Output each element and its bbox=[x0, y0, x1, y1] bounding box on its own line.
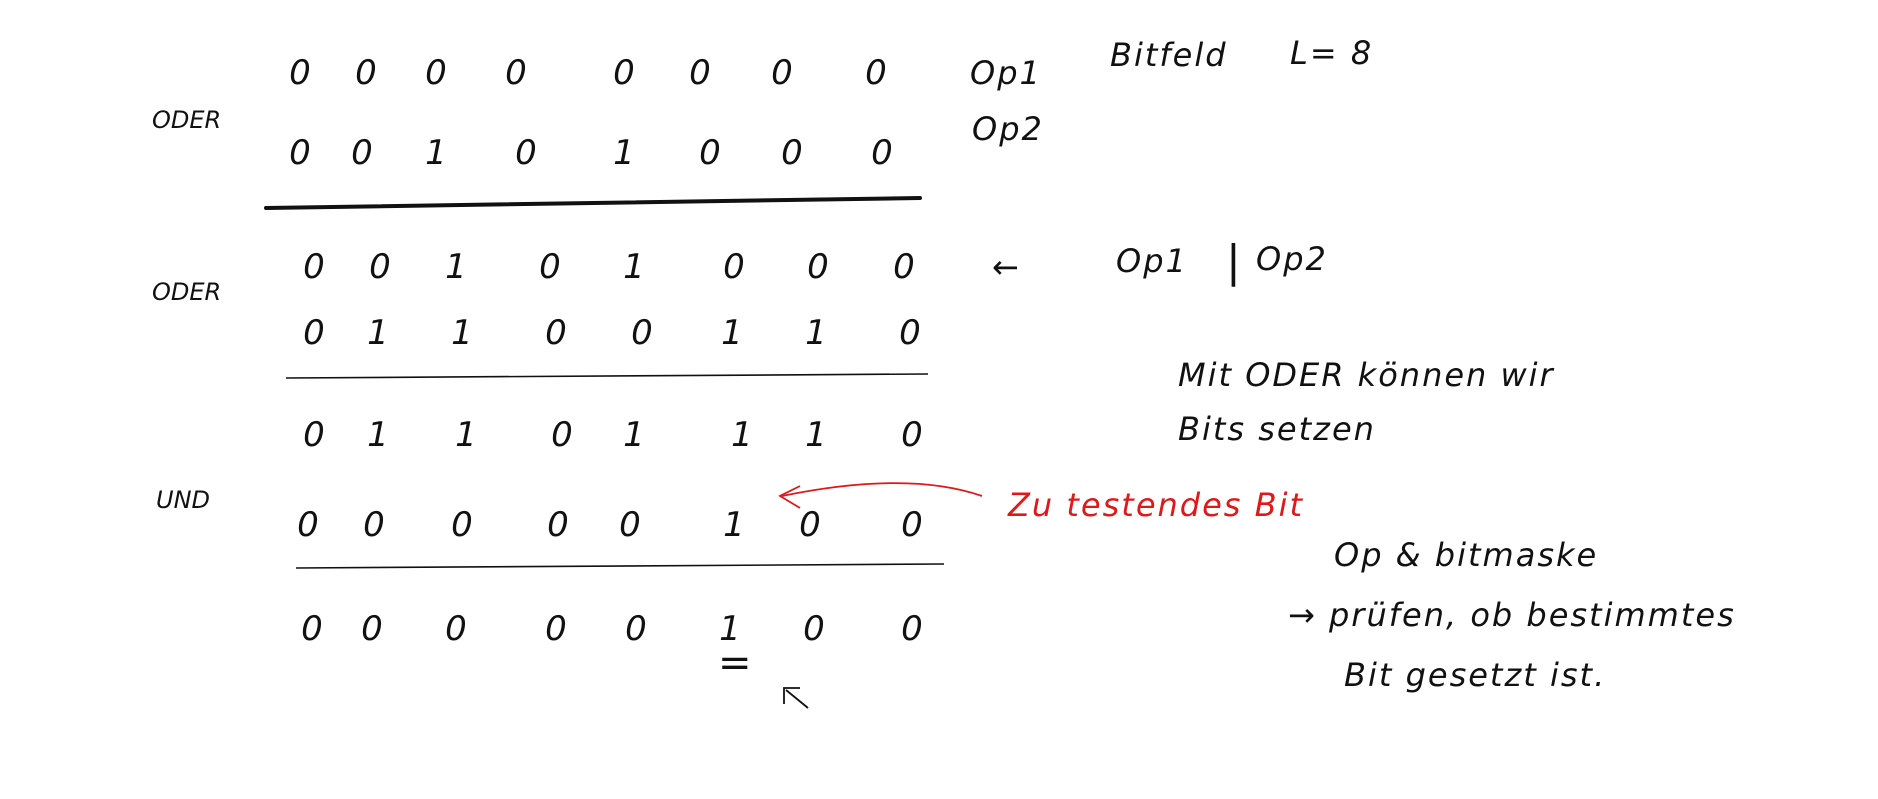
arrow-left-icon: ← bbox=[992, 248, 1021, 286]
bit-op2-2: 1 bbox=[425, 133, 447, 173]
bit-result-and-5: 1 bbox=[719, 609, 741, 649]
bit-result-and-4: 0 bbox=[625, 609, 647, 649]
bit-bitmask-2: 0 bbox=[451, 505, 473, 545]
bit-result-set-7: 0 bbox=[901, 415, 923, 455]
bit-result-or-3: 0 bbox=[539, 247, 561, 287]
bit-or-operand-2: 1 bbox=[451, 313, 473, 353]
bit-op1-1: 0 bbox=[355, 53, 377, 93]
bitfeld-label: Bitfeld bbox=[1110, 36, 1228, 74]
operator-oder-2: ODER bbox=[152, 278, 221, 306]
bit-op2-5: 0 bbox=[699, 133, 721, 173]
bit-op1-2: 0 bbox=[425, 53, 447, 93]
pointer-arrow-line bbox=[785, 689, 809, 709]
bit-bitmask-7: 0 bbox=[901, 505, 923, 545]
result-line-2 bbox=[285, 373, 929, 379]
bit-result-or-0: 0 bbox=[303, 247, 325, 287]
bit-result-and-6: 0 bbox=[803, 609, 825, 649]
bit-or-operand-5: 1 bbox=[721, 313, 743, 353]
and-note-line-1: Op & bitmaske bbox=[1334, 536, 1598, 574]
bit-op1-3: 0 bbox=[505, 53, 527, 93]
bit-result-set-5: 1 bbox=[731, 415, 753, 455]
bit-result-and-1: 0 bbox=[361, 609, 383, 649]
bit-result-or-7: 0 bbox=[893, 247, 915, 287]
oder-note-line-2: Bits setzen bbox=[1178, 410, 1376, 448]
bit-op1-4: 0 bbox=[613, 53, 635, 93]
or-expression-right: Op2 bbox=[1256, 240, 1328, 278]
operator-und: UND bbox=[156, 486, 210, 514]
bit-op2-3: 0 bbox=[515, 133, 537, 173]
bit-bitmask-3: 0 bbox=[547, 505, 569, 545]
op1-label: Op1 bbox=[970, 54, 1042, 92]
bit-op1-0: 0 bbox=[289, 53, 311, 93]
bit-bitmask-0: 0 bbox=[297, 505, 319, 545]
or-expression-left: Op1 bbox=[1116, 242, 1188, 280]
bit-bitmask-5: 1 bbox=[723, 505, 745, 545]
test-bit-arrowhead bbox=[778, 485, 801, 509]
length-label: L= 8 bbox=[1290, 34, 1373, 72]
bit-op2-0: 0 bbox=[289, 133, 311, 173]
bit-result-or-5: 0 bbox=[723, 247, 745, 287]
result-line-1 bbox=[264, 196, 922, 210]
bit-or-operand-6: 1 bbox=[805, 313, 827, 353]
bit-bitmask-1: 0 bbox=[363, 505, 385, 545]
op2-label: Op2 bbox=[972, 110, 1044, 148]
bit-or-operand-1: 1 bbox=[367, 313, 389, 353]
equals-mark: = bbox=[718, 640, 754, 686]
bit-result-set-1: 1 bbox=[367, 415, 389, 455]
bit-or-operand-3: 0 bbox=[545, 313, 567, 353]
bit-grid: 0 0 0 0 0 0 0 0 0 0 1 0 1 0 0 0 0 0 1 0 1 0 0 0 0 1 1 0 0 1 1 0 0 1 1 0 1 1 1 0… bbox=[289, 53, 923, 649]
bit-result-set-2: 1 bbox=[455, 415, 477, 455]
bit-result-set-4: 1 bbox=[623, 415, 645, 455]
or-expression-bar: | bbox=[1226, 236, 1243, 287]
bit-op2-1: 0 bbox=[351, 133, 373, 173]
bit-op1-7: 0 bbox=[865, 53, 887, 93]
bit-result-set-6: 1 bbox=[805, 415, 827, 455]
bit-result-and-3: 0 bbox=[545, 609, 567, 649]
test-bit-arrow bbox=[781, 482, 983, 497]
bit-op2-4: 1 bbox=[613, 133, 635, 173]
bit-or-operand-7: 0 bbox=[899, 313, 921, 353]
bit-result-and-7: 0 bbox=[901, 609, 923, 649]
bit-result-set-0: 0 bbox=[303, 415, 325, 455]
test-bit-label: Zu testendes Bit bbox=[1007, 486, 1304, 524]
result-line-3 bbox=[295, 563, 945, 569]
bit-result-or-4: 1 bbox=[623, 247, 645, 287]
operator-oder-1: ODER bbox=[152, 106, 221, 134]
bit-op1-6: 0 bbox=[771, 53, 793, 93]
bit-or-operand-4: 0 bbox=[631, 313, 653, 353]
oder-note-line-1: Mit ODER können wir bbox=[1178, 356, 1555, 394]
bit-op2-7: 0 bbox=[871, 133, 893, 173]
bit-result-or-2: 1 bbox=[445, 247, 467, 287]
and-note-line-2: → prüfen, ob bestimmtes bbox=[1288, 596, 1736, 634]
bit-result-or-6: 0 bbox=[807, 247, 829, 287]
bit-result-and-0: 0 bbox=[301, 609, 323, 649]
bit-op2-6: 0 bbox=[781, 133, 803, 173]
bit-result-and-2: 0 bbox=[445, 609, 467, 649]
bit-op1-5: 0 bbox=[689, 53, 711, 93]
bit-bitmask-4: 0 bbox=[619, 505, 641, 545]
pointer-arrowhead bbox=[783, 687, 800, 704]
bit-or-operand-0: 0 bbox=[303, 313, 325, 353]
and-note-line-3: Bit gesetzt ist. bbox=[1344, 656, 1606, 694]
bit-result-or-1: 0 bbox=[369, 247, 391, 287]
bit-bitmask-6: 0 bbox=[799, 505, 821, 545]
bit-result-set-3: 0 bbox=[551, 415, 573, 455]
